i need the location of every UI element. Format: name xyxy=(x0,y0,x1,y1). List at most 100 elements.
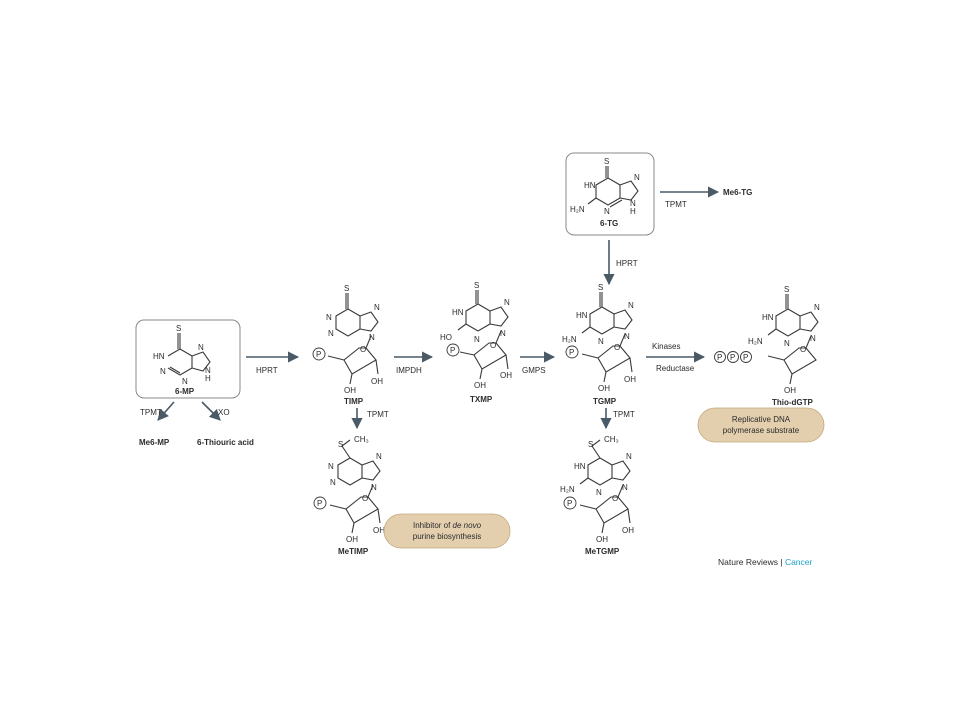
enzyme-xo: XO xyxy=(218,408,230,417)
tgmp-oh1: OH xyxy=(598,384,610,393)
6tg-atom-n3: N xyxy=(630,199,636,208)
metgmp-phosphate xyxy=(563,496,577,510)
note-replicative-line1: Replicative DNA xyxy=(732,415,791,424)
thiodgtp-atom-n2: N xyxy=(814,303,820,312)
note-inhibitor-pre: Inhibitor of xyxy=(413,521,453,530)
compound-metimp: S CH₃ N N N N O P OH OH MeTIMP xyxy=(313,435,385,556)
6mp-label: 6-MP xyxy=(175,387,195,396)
6tg-atom-h: H xyxy=(630,207,636,216)
tgmp-label: TGMP xyxy=(593,397,617,406)
metimp-label: MeTIMP xyxy=(338,547,369,556)
metgmp-atom-hn: HN xyxy=(574,462,586,471)
thiodgtp-phosphate-3-p: P xyxy=(743,353,748,362)
txmp-label: TXMP xyxy=(470,395,493,404)
note-inhibitor-line2: purine biosynthesis xyxy=(413,532,481,541)
tgmp-atom-n1: N xyxy=(598,337,604,346)
journal-credit: Nature Reviews | Cancer xyxy=(718,557,813,567)
enzyme-tpmt-tgmp: TPMT xyxy=(613,410,635,419)
metgmp-atom-ch3: CH₃ xyxy=(604,435,619,444)
tgmp-phosphate-p: P xyxy=(569,348,574,357)
6mp-atom-s: S xyxy=(176,324,181,333)
txmp-phosphate-p: P xyxy=(450,346,455,355)
thiodgtp-label: Thio-dGTP xyxy=(772,398,814,407)
txmp-atom-s: S xyxy=(474,281,479,290)
note-replicative-dna: Replicative DNA polymerase substrate xyxy=(697,407,825,443)
timp-atom-n1: N xyxy=(326,313,332,322)
txmp-oh2: OH xyxy=(500,371,512,380)
enzyme-tpmt-timp: TPMT xyxy=(367,410,389,419)
6tg-atom-n2: N xyxy=(634,173,640,182)
note-inhibitor-line1: Inhibitor of de novo xyxy=(413,521,482,530)
metgmp-atom-n3: N xyxy=(622,483,628,492)
metgmp-oh1: OH xyxy=(596,535,608,544)
compound-metgmp: S CH₃ HN H₂N N N N O P OH OH MeTGMP xyxy=(560,435,634,556)
6mp-atom-n1: N xyxy=(160,367,166,376)
compound-6mp: S HN N N N N H 6-MP xyxy=(135,319,241,399)
metgmp-atom-h2n: H₂N xyxy=(560,485,575,494)
tgmp-atom-n2: N xyxy=(628,301,634,310)
compound-tgmp: S HN H₂N N N N O P OH OH TGMP xyxy=(562,283,636,406)
metimp-atom-n2: N xyxy=(330,478,336,487)
thiodgtp-atom-n1: N xyxy=(784,339,790,348)
thiouric-label: 6-Thiouric acid xyxy=(197,438,254,447)
note-inhibitor: Inhibitor of de novo purine biosynthesis xyxy=(383,513,511,549)
timp-phosphate-p: P xyxy=(316,350,321,359)
metimp-phosphate xyxy=(313,496,327,510)
metimp-atom-n1: N xyxy=(328,462,334,471)
txmp-atom-n3: N xyxy=(500,329,506,338)
arrow-6mp-to-me6mp xyxy=(157,401,175,421)
thiodgtp-atom-hn: HN xyxy=(762,313,774,322)
tgmp-atom-h2n: H₂N xyxy=(562,335,577,344)
enzyme-gmps: GMPS xyxy=(522,366,546,375)
tgmp-atom-s: S xyxy=(598,283,603,292)
metgmp-atom-n1: N xyxy=(596,488,602,497)
6mp-atom-n2: N xyxy=(198,343,204,352)
note-inhibitor-italic: de novo xyxy=(453,521,482,530)
enzyme-tpmt-6tg: TPMT xyxy=(665,200,687,209)
6mp-atom-n3: N xyxy=(182,377,188,386)
compound-timp: S N N N N O P OH OH TIMP xyxy=(312,284,383,406)
metimp-structure xyxy=(329,439,381,534)
6mp-atom-n4: N xyxy=(205,366,211,375)
thiodgtp-phosphate-1 xyxy=(714,351,726,363)
timp-atom-n3: N xyxy=(374,303,380,312)
metgmp-structure xyxy=(579,439,631,534)
enzyme-hprt-6mp: HPRT xyxy=(256,366,278,375)
timp-atom-s: S xyxy=(344,284,349,293)
6mp-box xyxy=(135,319,241,399)
metgmp-label: MeTGMP xyxy=(585,547,620,556)
arrow-6mp-to-thiouric xyxy=(201,401,221,421)
metimp-atom-n3: N xyxy=(376,452,382,461)
timp-oh1: OH xyxy=(344,386,356,395)
thiodgtp-phosphate-3 xyxy=(740,351,752,363)
metgmp-oh2: OH xyxy=(622,526,634,535)
6mp-atom-h: H xyxy=(205,374,211,383)
timp-atom-n4: N xyxy=(369,333,375,342)
timp-label: TIMP xyxy=(344,397,364,406)
txmp-atom-n1: N xyxy=(474,335,480,344)
note-replicative-line2: polymerase substrate xyxy=(723,426,800,435)
metgmp-phosphate-p: P xyxy=(567,499,572,508)
metgmp-atom-s: S xyxy=(588,440,593,449)
timp-atom-n2: N xyxy=(328,329,334,338)
6tg-label: 6-TG xyxy=(600,219,618,228)
tgmp-oh2: OH xyxy=(624,375,636,384)
compound-6tg: S HN H₂N N N N H 6-TG xyxy=(565,152,655,236)
metimp-atom-s: S xyxy=(338,440,343,449)
6tg-atom-hn: HN xyxy=(584,181,596,190)
compound-txmp: S HN HO N N N O P OH OH TXMP xyxy=(440,281,512,404)
metimp-atom-ch3: CH₃ xyxy=(354,435,369,444)
thiodgtp-oh: OH xyxy=(784,386,796,395)
compound-thiodgtp: S HN H₂N N N N O P P P OH Thio-dGTP xyxy=(714,285,820,407)
thiodgtp-atom-n3: N xyxy=(810,334,816,343)
enzyme-hprt-6tg: HPRT xyxy=(616,259,638,268)
credit-section: Cancer xyxy=(785,557,813,567)
metimp-phosphate-p: P xyxy=(317,499,322,508)
timp-oh2: OH xyxy=(371,377,383,386)
enzyme-impdh: IMPDH xyxy=(396,366,422,375)
txmp-structure xyxy=(457,290,509,380)
txmp-oh1: OH xyxy=(474,381,486,390)
enzyme-kinases: Kinases xyxy=(652,342,680,351)
txmp-phosphate xyxy=(446,343,460,357)
